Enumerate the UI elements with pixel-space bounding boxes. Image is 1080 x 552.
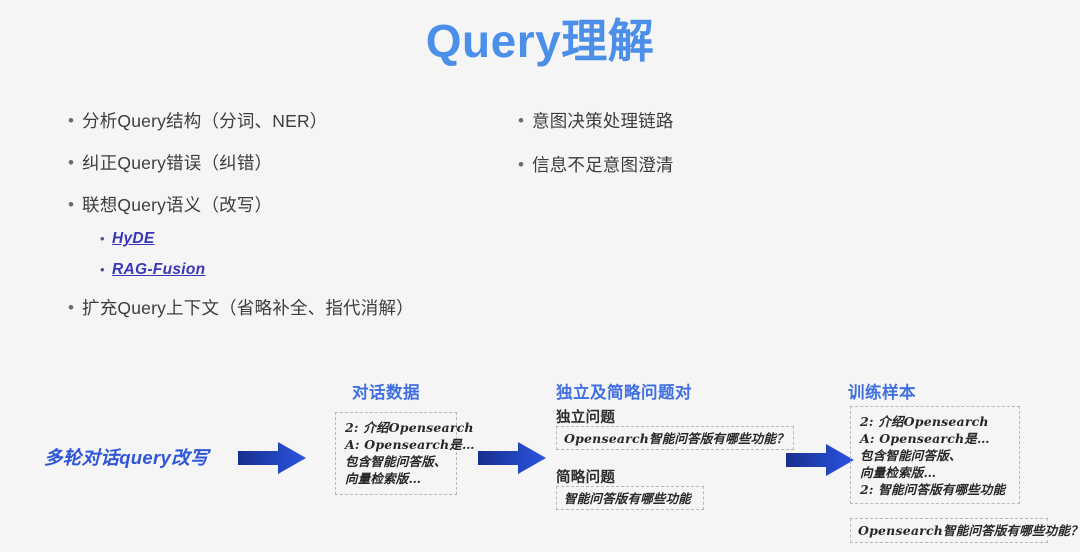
bullet-item: 意图决策处理链路: [518, 108, 938, 134]
training-sample-box: 2: 介绍Opensearch A: Opensearch是… 包含智能问答版、…: [850, 406, 1020, 504]
stage-header-question-pairs: 独立及简略问题对: [556, 384, 692, 402]
training-sample-line: 向量检索版…: [860, 465, 937, 480]
bullet-item: 信息不足意图澄清: [518, 152, 938, 178]
sub-bullet-item-hyde[interactable]: HyDE: [100, 228, 498, 250]
link-hyde[interactable]: HyDE: [112, 230, 155, 247]
bullet-label: 意图决策处理链路: [532, 111, 674, 131]
sub-header-standalone-question: 独立问题: [556, 410, 616, 426]
bullet-item: 扩充Query上下文（省略补全、指代消解）: [68, 295, 498, 321]
bullet-column-right: 意图决策处理链路 信息不足意图澄清: [518, 108, 938, 194]
bullet-item: 分析Query结构（分词、NER）: [68, 108, 498, 134]
bullet-label: 信息不足意图澄清: [532, 155, 674, 175]
sub-header-brief-question: 简略问题: [556, 470, 616, 486]
standalone-question-text: Opensearch智能问答版有哪些功能？: [564, 431, 789, 446]
flow-arrow-2-icon: [478, 442, 546, 474]
dialogue-data-box: 2: 介绍Opensearch A: Opensearch是… 包含智能问答版、…: [335, 412, 475, 495]
bullet-label: 扩充Query上下文（省略补全、指代消解）: [82, 298, 414, 318]
stage-header-training-sample: 训练样本: [848, 384, 916, 402]
dialogue-data-line: 包含智能问答版、: [345, 454, 447, 469]
dialogue-data-line: 2: 介绍Opensearch: [345, 420, 474, 435]
training-sample-line: 包含智能问答版、: [860, 448, 962, 463]
training-sample-query-text: Opensearch智能问答版有哪些功能？: [858, 523, 1080, 538]
dialogue-data-line: A: Opensearch是…: [345, 437, 475, 452]
training-sample-line: A: Opensearch是…: [860, 431, 990, 446]
flow-input-label: 多轮对话query改写: [44, 447, 209, 468]
sub-bullet-list: HyDE RAG-Fusion: [100, 228, 498, 281]
flow-arrow-3-icon: [786, 444, 854, 476]
dialogue-data-line: 向量检索版…: [345, 471, 422, 486]
bullet-label: 分析Query结构（分词、NER）: [82, 111, 328, 131]
brief-question-box: 智能问答版有哪些功能: [556, 486, 704, 510]
stage-header-dialogue-data: 对话数据: [352, 384, 420, 402]
standalone-question-box: Opensearch智能问答版有哪些功能？: [556, 426, 794, 450]
sub-bullet-item-rag-fusion[interactable]: RAG-Fusion: [100, 259, 498, 281]
link-rag-fusion[interactable]: RAG-Fusion: [112, 261, 206, 278]
bullet-item: 联想Query语义（改写）: [68, 192, 498, 218]
bullet-label: 联想Query语义（改写）: [82, 195, 273, 215]
bullet-label: 纠正Query错误（纠错）: [82, 153, 273, 173]
training-sample-line: 2: 智能问答版有哪些功能: [860, 482, 1006, 497]
training-sample-query-box: Opensearch智能问答版有哪些功能？: [850, 518, 1080, 543]
bullet-column-left: 分析Query结构（分词、NER） 纠正Query错误（纠错） 联想Query语…: [68, 108, 498, 337]
brief-question-text: 智能问答版有哪些功能: [564, 491, 692, 506]
training-sample-line: 2: 介绍Opensearch: [860, 414, 989, 429]
page-title: Query理解: [425, 15, 655, 67]
bullet-item: 纠正Query错误（纠错）: [68, 150, 498, 176]
flow-arrow-1-icon: [238, 442, 306, 474]
